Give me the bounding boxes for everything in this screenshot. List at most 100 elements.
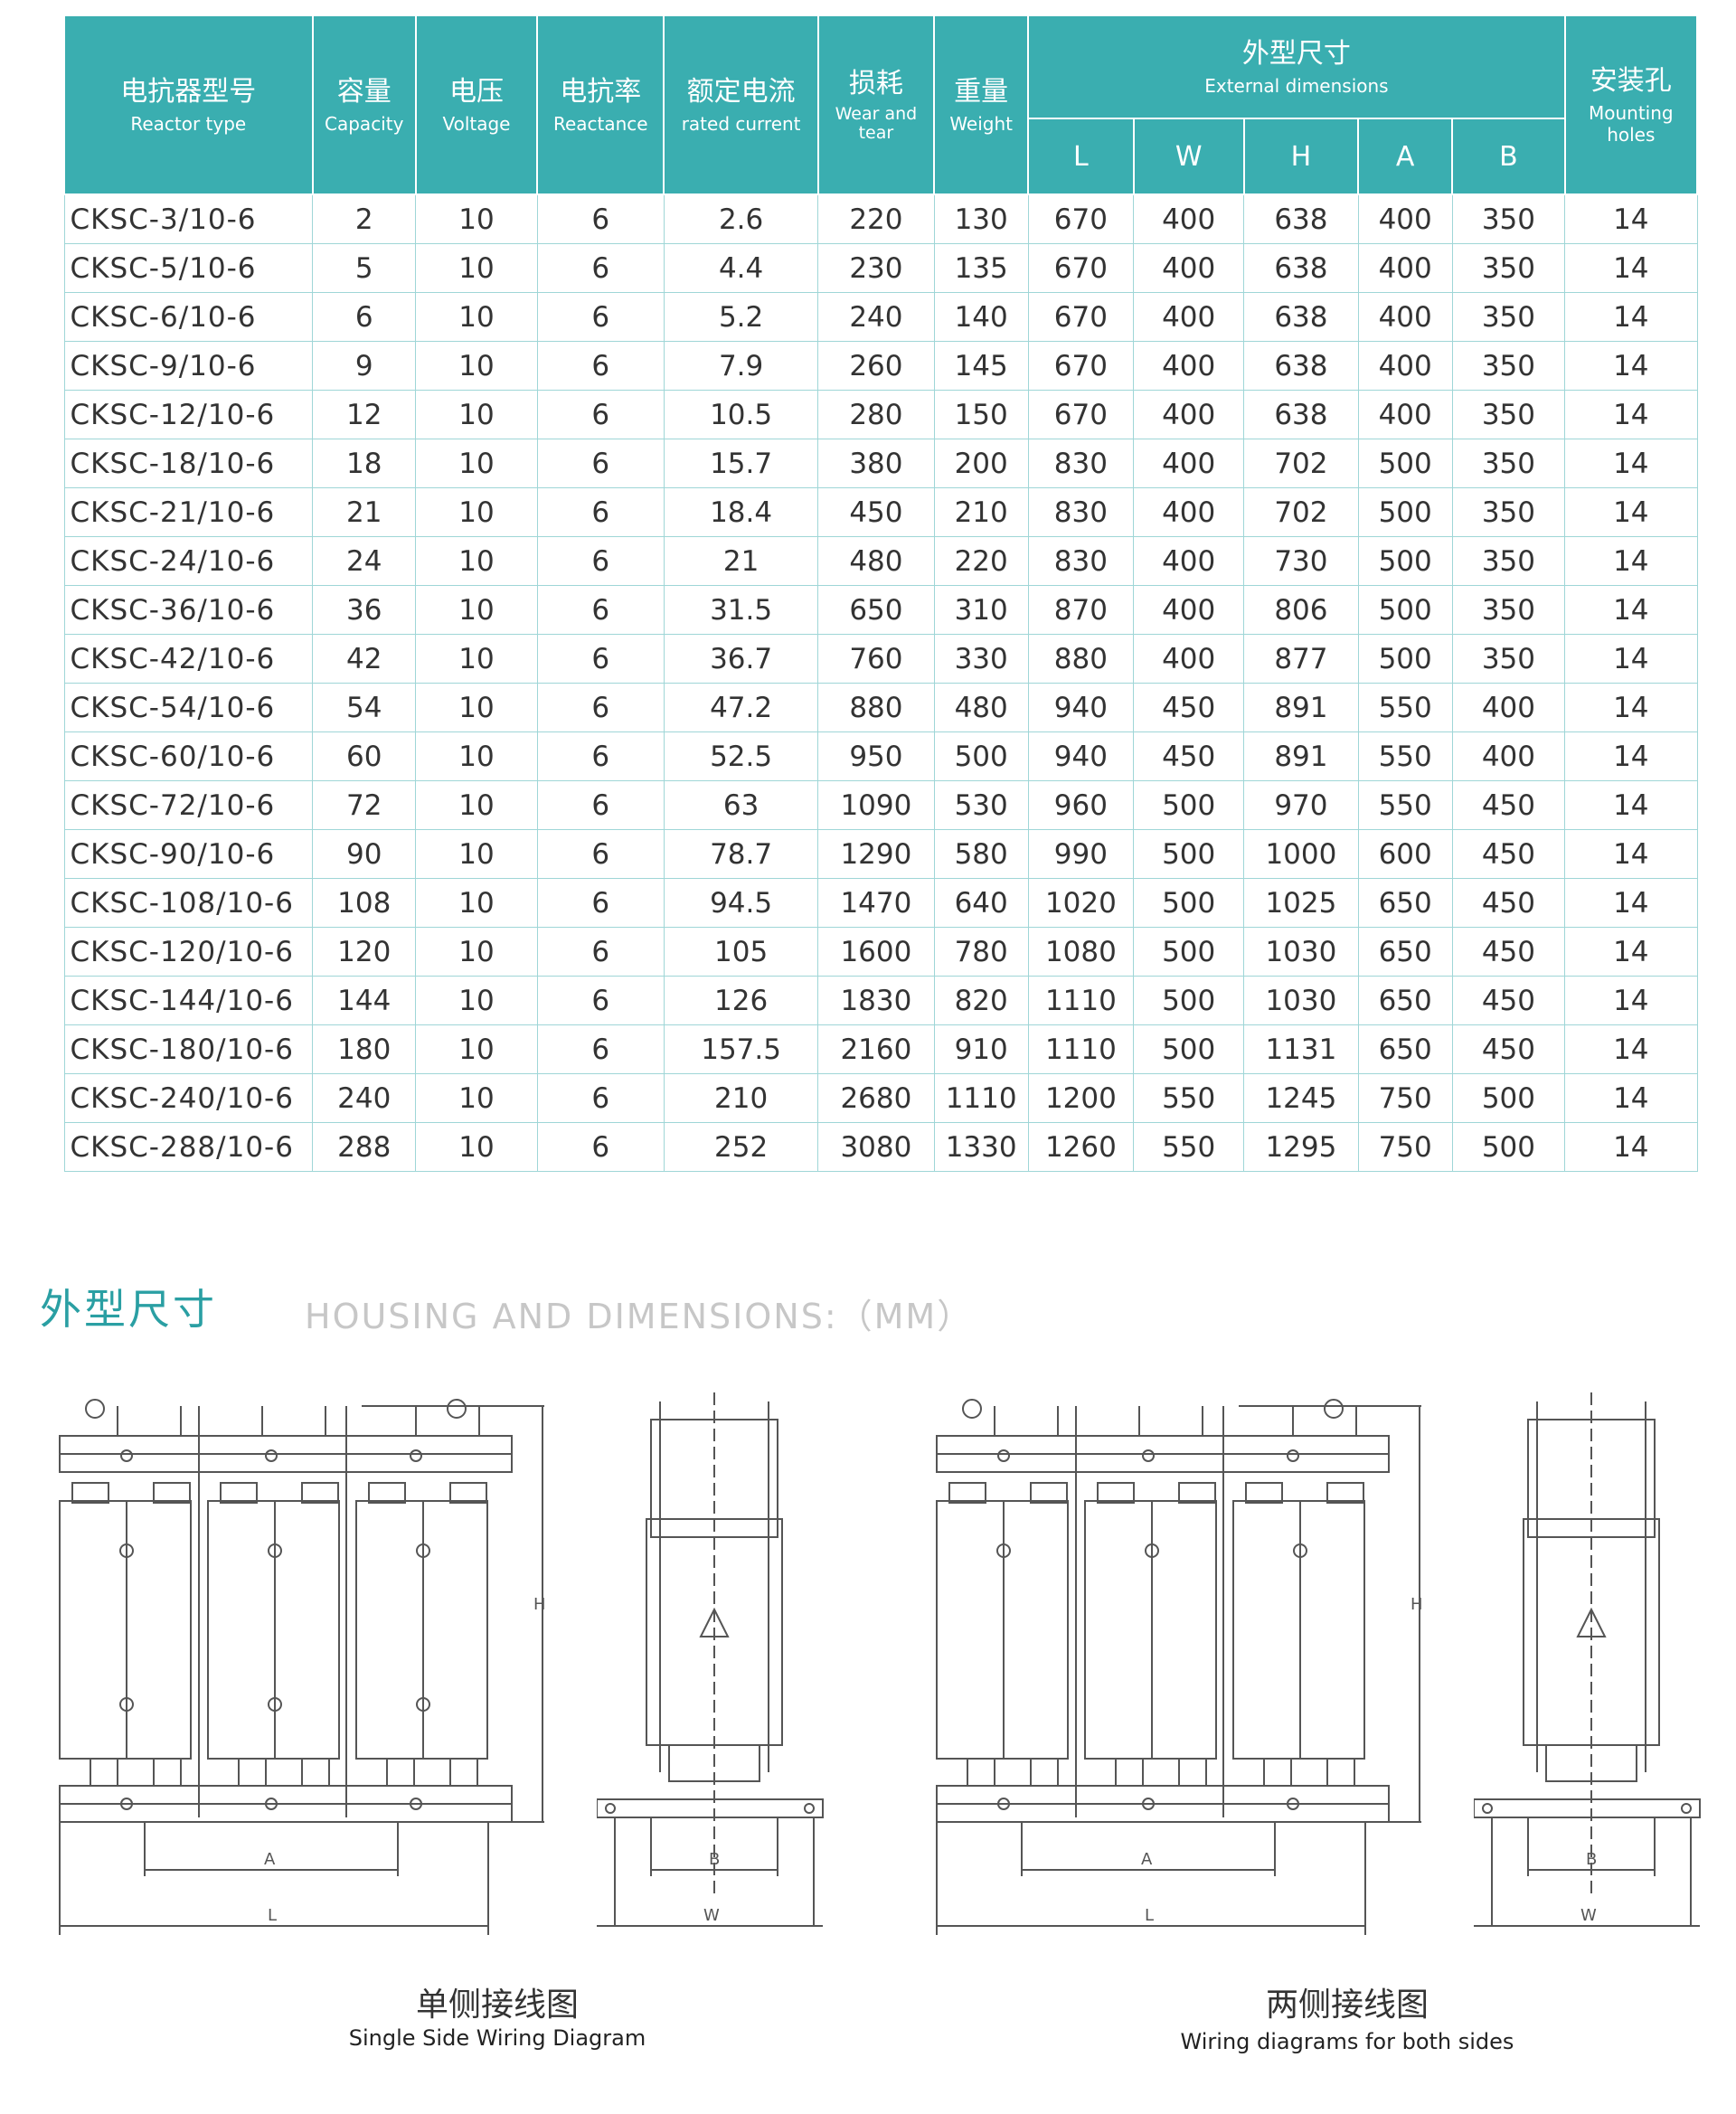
header-reactance: 电抗率 Reactance xyxy=(536,14,665,195)
table-cell: 940 xyxy=(1027,683,1135,732)
table-cell: 18 xyxy=(312,439,417,488)
table-cell: 1110 xyxy=(933,1073,1029,1123)
table-cell: 126 xyxy=(663,976,819,1025)
table-cell: 500 xyxy=(933,731,1029,781)
table-cell: 6 xyxy=(536,243,665,293)
table-cell: 14 xyxy=(1564,829,1698,879)
table-cell: 1030 xyxy=(1243,927,1359,977)
single-side-side-view: B W xyxy=(597,1392,832,1953)
header-zh: 容量 xyxy=(336,76,392,108)
table-cell: 10 xyxy=(415,683,538,732)
table-cell: 10 xyxy=(415,731,538,781)
dim-label-h: H xyxy=(533,1595,546,1614)
table-cell: 6 xyxy=(536,439,665,488)
table-cell: 670 xyxy=(1027,390,1135,439)
table-cell: 400 xyxy=(1451,731,1566,781)
table-cell: 14 xyxy=(1564,1122,1698,1172)
both-sides-caption-en: Wiring diagrams for both sides xyxy=(1180,2029,1514,2054)
table-cell: 210 xyxy=(663,1073,819,1123)
dim-label-l: L xyxy=(1145,1906,1154,1925)
table-cell: 1110 xyxy=(1027,976,1135,1025)
table-cell: 400 xyxy=(1133,243,1245,293)
table-cell: 220 xyxy=(933,536,1029,586)
cell-model: CKSC-6/10-6 xyxy=(63,292,314,342)
table-cell: 400 xyxy=(1133,585,1245,635)
table-cell: 14 xyxy=(1564,536,1698,586)
table-cell: 400 xyxy=(1451,683,1566,732)
header-dim-a: A xyxy=(1357,118,1454,195)
table-cell: 1290 xyxy=(817,829,935,879)
table-cell: 14 xyxy=(1564,780,1698,830)
section-title-zh: 外型尺寸 xyxy=(40,1285,217,1334)
table-cell: 63 xyxy=(663,780,819,830)
table-cell: 6 xyxy=(536,927,665,977)
table-cell: 6 xyxy=(536,878,665,928)
table-cell: 47.2 xyxy=(663,683,819,732)
table-cell: 5 xyxy=(312,243,417,293)
table-cell: 400 xyxy=(1133,341,1245,391)
table-cell: 550 xyxy=(1357,731,1453,781)
table-cell: 21 xyxy=(312,487,417,537)
table-cell: 4.4 xyxy=(663,243,819,293)
table-cell: 450 xyxy=(1451,927,1566,977)
table-cell: 6 xyxy=(536,829,665,879)
table-cell: 400 xyxy=(1357,243,1453,293)
table-cell: 640 xyxy=(933,878,1029,928)
table-cell: 10 xyxy=(415,976,538,1025)
table-cell: 1025 xyxy=(1243,878,1359,928)
table-cell: 1080 xyxy=(1027,927,1135,977)
header-dim-w: W xyxy=(1132,118,1245,195)
table-cell: 500 xyxy=(1133,1024,1245,1074)
single-side-caption-zh: 单侧接线图 xyxy=(415,1987,579,2024)
table-cell: 94.5 xyxy=(663,878,819,928)
both-sides-caption-zh: 两侧接线图 xyxy=(1265,1987,1429,2024)
table-cell: 550 xyxy=(1357,683,1453,732)
table-cell: 400 xyxy=(1133,292,1245,342)
cell-model: CKSC-180/10-6 xyxy=(63,1024,314,1074)
table-cell: 400 xyxy=(1357,390,1453,439)
table-cell: 288 xyxy=(312,1122,417,1172)
table-cell: 400 xyxy=(1357,292,1453,342)
dim-label-w: W xyxy=(703,1906,720,1925)
table-cell: 500 xyxy=(1451,1073,1566,1123)
dim-label-w: W xyxy=(1580,1906,1597,1925)
table-cell: 550 xyxy=(1357,780,1453,830)
table-cell: 6 xyxy=(536,683,665,732)
table-cell: 830 xyxy=(1027,536,1135,586)
table-cell: 14 xyxy=(1564,390,1698,439)
cell-model: CKSC-120/10-6 xyxy=(63,927,314,977)
header-en: Mounting holes xyxy=(1588,102,1674,146)
table-cell: 450 xyxy=(1451,829,1566,879)
table-cell: 670 xyxy=(1027,292,1135,342)
header-loss: 损耗 Wear and tear xyxy=(816,14,936,195)
table-cell: 650 xyxy=(1357,1024,1453,1074)
table-cell: 638 xyxy=(1243,243,1359,293)
table-cell: 880 xyxy=(817,683,935,732)
cell-model: CKSC-12/10-6 xyxy=(63,390,314,439)
dim-label-b: B xyxy=(709,1850,720,1869)
table-cell: 252 xyxy=(663,1122,819,1172)
table-cell: 2160 xyxy=(817,1024,935,1074)
table-cell: 2.6 xyxy=(663,193,819,244)
table-cell: 14 xyxy=(1564,292,1698,342)
table-cell: 230 xyxy=(817,243,935,293)
table-cell: 650 xyxy=(1357,976,1453,1025)
table-cell: 200 xyxy=(933,439,1029,488)
table-cell: 14 xyxy=(1564,878,1698,928)
table-cell: 140 xyxy=(933,292,1029,342)
table-cell: 1200 xyxy=(1027,1073,1135,1123)
table-cell: 500 xyxy=(1133,878,1245,928)
table-cell: 9 xyxy=(312,341,417,391)
table-cell: 550 xyxy=(1133,1122,1245,1172)
single-side-caption-en: Single Side Wiring Diagram xyxy=(348,2025,646,2051)
table-cell: 90 xyxy=(312,829,417,879)
